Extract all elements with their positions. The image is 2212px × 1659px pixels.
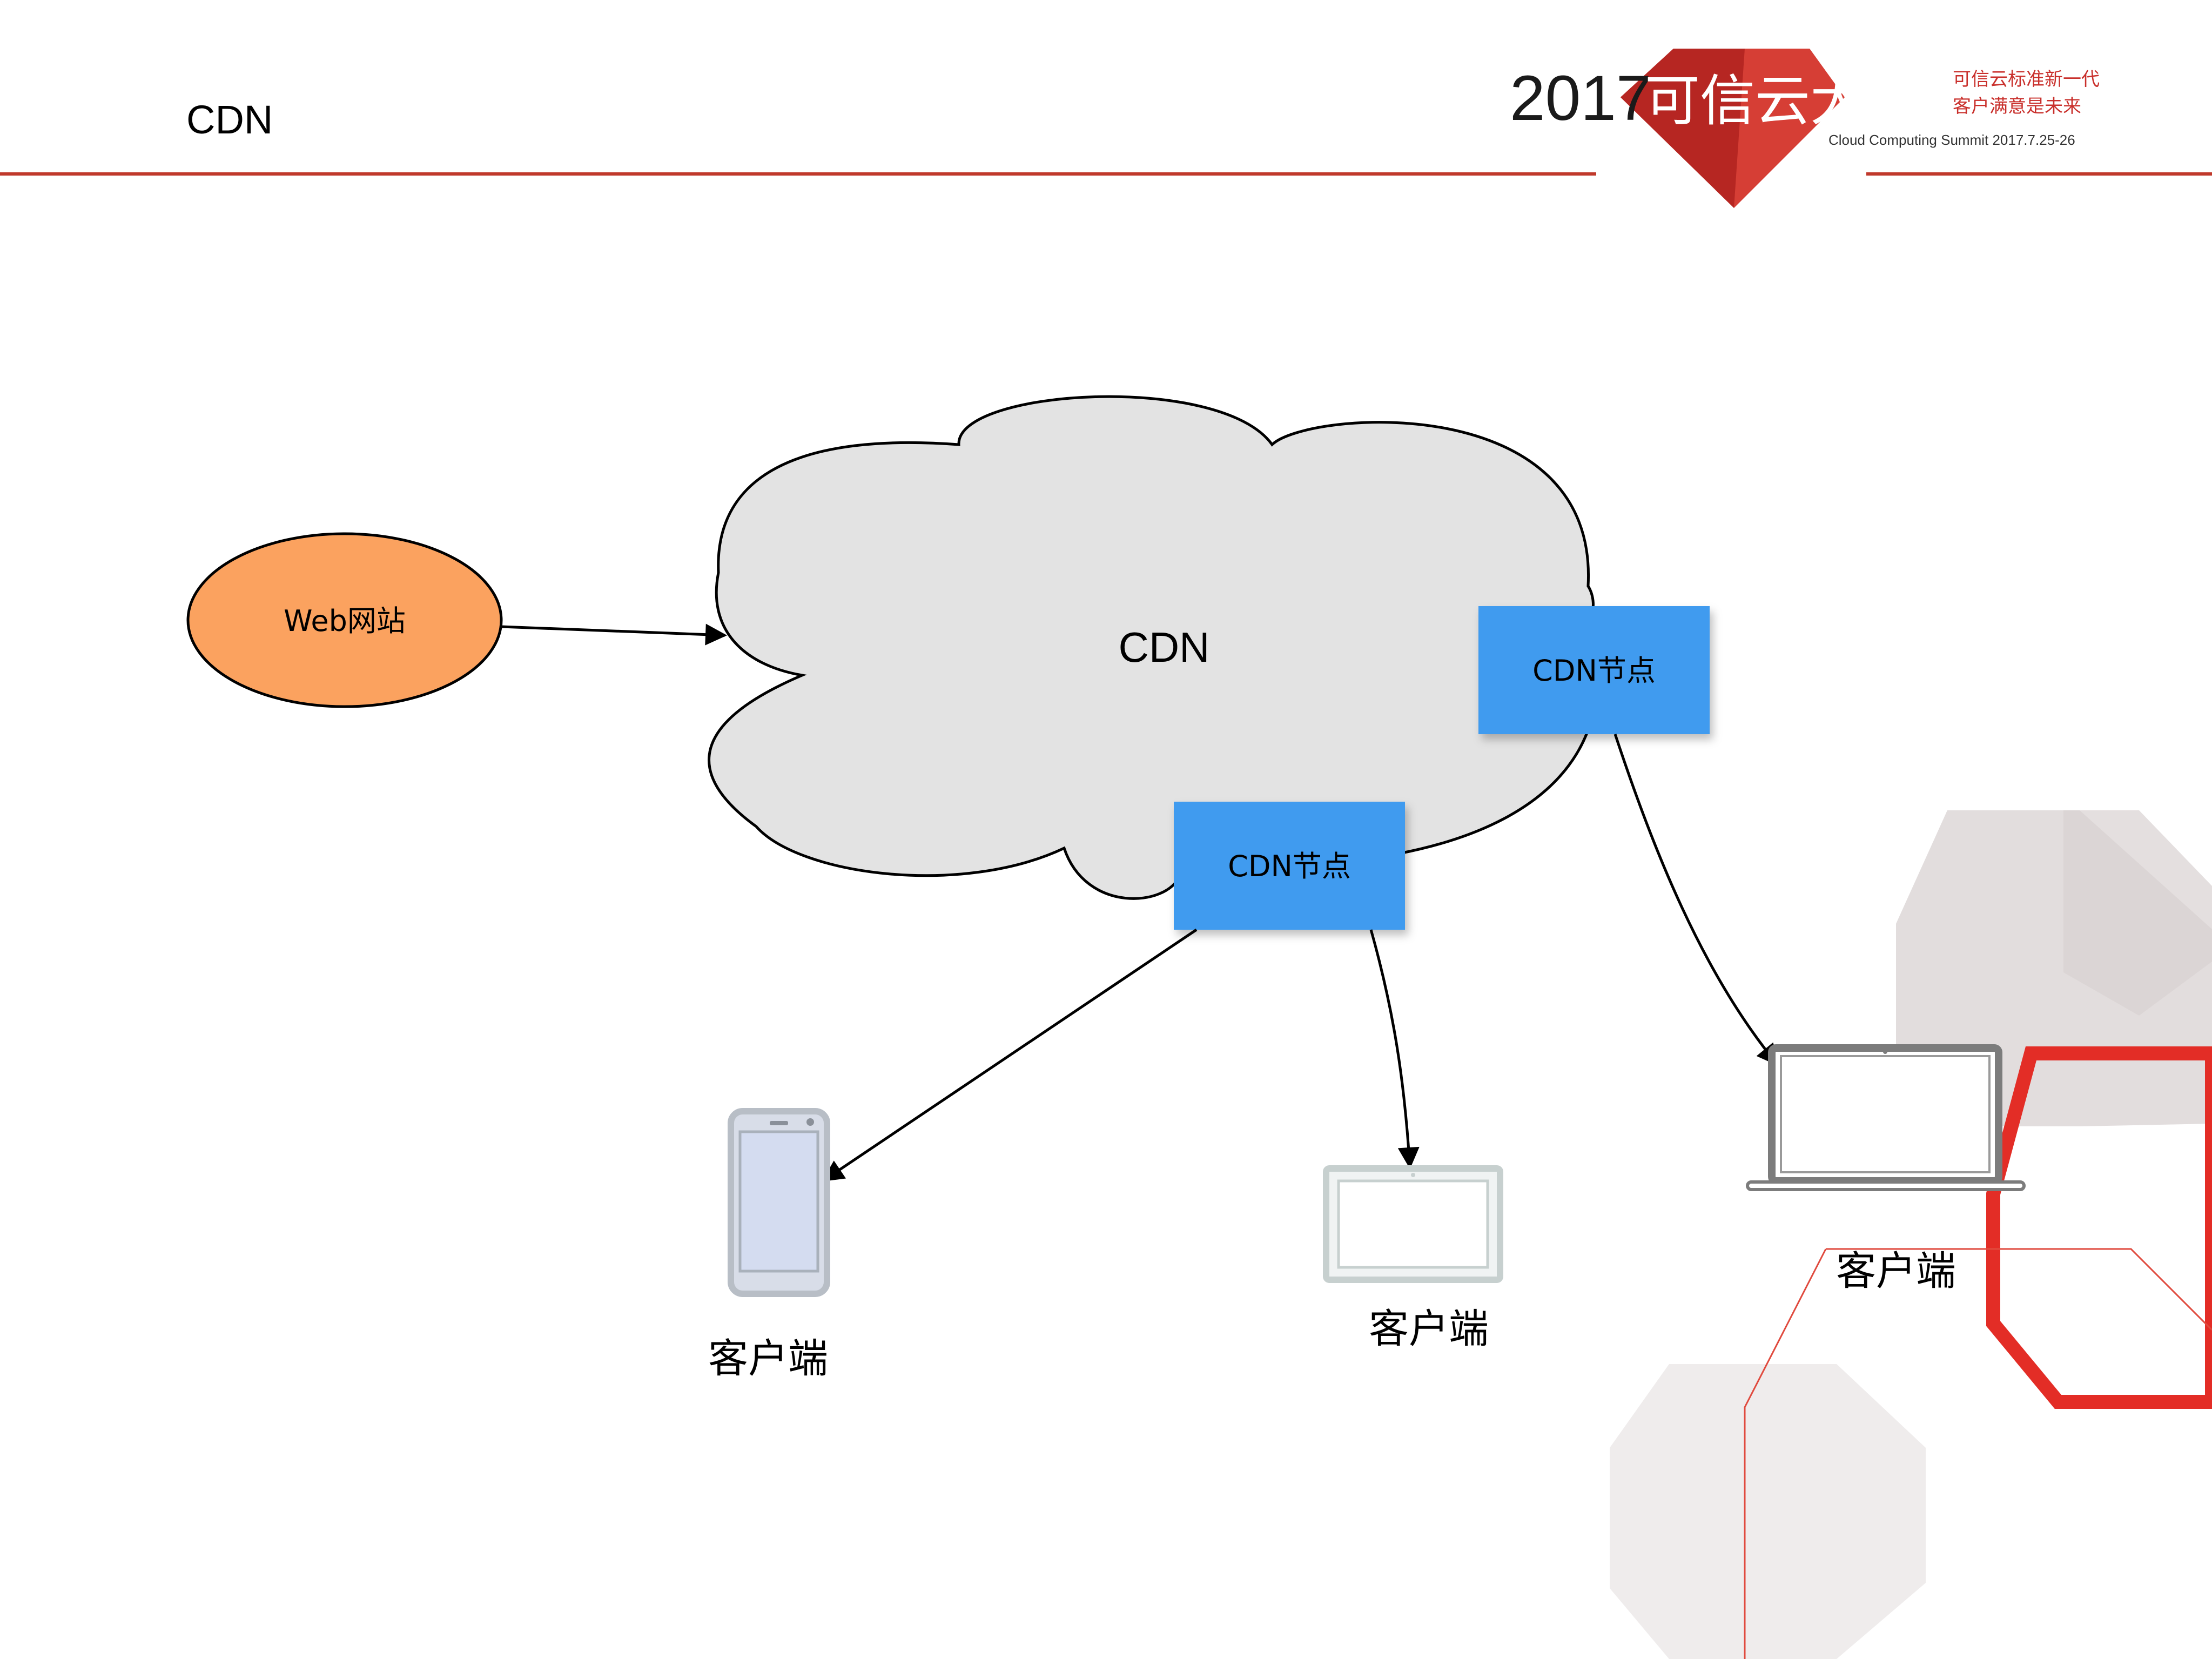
hexagon-gray-small [2063, 810, 2212, 1016]
hexagon-gray-bottom [1610, 1364, 1926, 1659]
cdn-node-right-label: CDN节点 [1532, 654, 1656, 688]
slide-title: CDN [186, 97, 273, 142]
arrow-web-to-cdn [501, 623, 727, 646]
hexagon-thin-red-line-2 [1744, 1248, 1827, 1659]
logo-slogan-line1: 可信云标准新一代 [1953, 69, 2100, 90]
web-site-node [186, 532, 503, 708]
arrow-node-to-phone [822, 928, 1198, 1182]
logo-diamond-facet-2 [1734, 49, 1845, 208]
logo-year: 2017 [1510, 63, 1652, 134]
background-hexagons [1610, 810, 2212, 1659]
arrow-node-to-laptop [1613, 734, 1779, 1066]
web-site-label: Web网站 [284, 604, 406, 638]
logo-slogan-line2: 客户满意是未来 [1953, 96, 2081, 117]
client-laptop-label: 客户端 [1836, 1248, 1956, 1294]
cloud-label: CDN [1119, 623, 1210, 671]
tablet-icon [1323, 1165, 1503, 1283]
laptop-icon [1746, 1044, 2026, 1191]
cdn-node-bottom [1174, 802, 1405, 930]
cdn-node-right [1478, 606, 1710, 734]
hexagon-thin-red-line [1826, 1248, 2212, 1331]
logo-diamond-facet [1621, 49, 1745, 208]
logo-subtitle: Cloud Computing Summit 2017.7.25-26 [1828, 132, 2075, 148]
cdn-node-bottom-label: CDN节点 [1228, 849, 1351, 883]
logo-name: 可信云大会 [1645, 69, 1920, 133]
arrow-node-to-tablet [1369, 929, 1420, 1169]
client-phone-label: 客户端 [708, 1335, 828, 1382]
hexagon-red-outline [1986, 1046, 2212, 1409]
client-tablet-label: 客户端 [1369, 1306, 1489, 1352]
mobile-phone-icon [728, 1108, 830, 1297]
conference-logo: 2017 可信云大会 可信云标准新一代 客户满意是未来 Cloud Comput… [1510, 49, 2100, 208]
